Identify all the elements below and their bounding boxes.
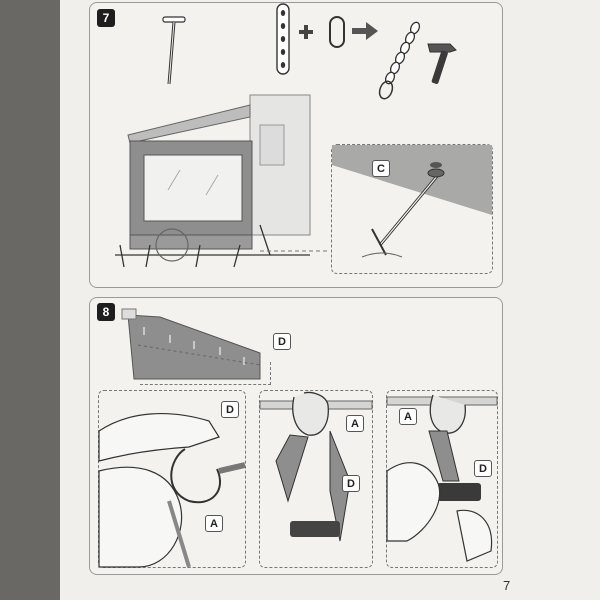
label-a-left: A [205,515,223,532]
arrow-right-icon [352,22,378,40]
label-d-top: D [273,333,291,350]
detail-1-illustration [98,413,246,568]
page-number: 7 [503,578,511,593]
chain-with-ring-icon [378,21,421,100]
detail-2-illustration [259,391,373,542]
ring-icon [329,16,345,48]
detail-c-illustration [332,145,492,258]
label-d-right: D [474,460,492,477]
detail-c-frame [331,144,493,274]
hammer-icon [427,43,457,84]
label-a-mid: A [346,415,364,432]
plus-icon [299,25,313,39]
detail-3-illustration [386,394,498,562]
detail-2-frame [259,390,373,568]
awning-illustration [115,94,330,268]
rail-connector [140,362,271,385]
tent-peg-icon [162,16,186,85]
step-8-number: 8 [97,303,115,321]
label-c: C [372,160,390,177]
label-d-mid: D [342,475,360,492]
step-7-number: 7 [97,9,115,27]
chain-icon [276,3,290,75]
label-d-left: D [221,401,239,418]
label-a-right: A [399,408,417,425]
awning-rail-illustration [121,308,261,380]
